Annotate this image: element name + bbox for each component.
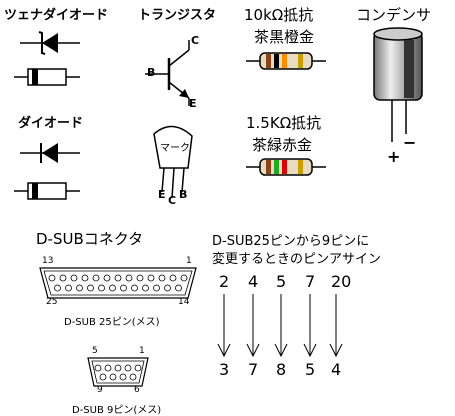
mapping-arrow xyxy=(329,294,343,358)
zener-diode-symbol xyxy=(20,31,80,55)
pin-hole xyxy=(109,284,116,292)
dsub25-connector xyxy=(39,267,197,299)
pin-hole xyxy=(99,373,107,381)
pin-hole xyxy=(98,284,105,292)
transistor-pin-e-label: E xyxy=(189,97,197,110)
pin-from-2: 2 xyxy=(219,272,230,291)
pin-from-5: 5 xyxy=(276,272,287,291)
diode-title: ダイオード xyxy=(18,116,84,131)
dsub25-caption: D-SUB 25ピン(メス) xyxy=(64,317,160,328)
pin-from-20: 20 xyxy=(331,272,352,291)
transistor-pin-c-label: C xyxy=(191,34,200,47)
dsub9-caption: D-SUB 9ピン(メス) xyxy=(72,405,162,416)
pin-hole xyxy=(92,274,100,282)
pin-to-8: 8 xyxy=(276,360,287,379)
mapping-arrow xyxy=(217,294,231,358)
pin-hole xyxy=(153,284,160,292)
dsub9-pin5-label: 5 xyxy=(92,346,98,356)
band-3 xyxy=(282,54,287,68)
to92-pin-b: B xyxy=(179,188,188,201)
pin-hole xyxy=(114,364,122,372)
to92-pin-e: E xyxy=(158,188,166,201)
conversion-title-line1: D-SUB25ピンから9ピンに xyxy=(212,234,370,249)
resistor-10k-title: 10kΩ抵抗 xyxy=(244,6,314,24)
band-1 xyxy=(266,54,271,68)
pin-hole xyxy=(48,274,56,282)
to92-mark-label: マーク xyxy=(160,143,190,154)
pin-hole xyxy=(87,284,94,292)
band-4 xyxy=(298,54,303,68)
pin-to-4: 4 xyxy=(331,360,342,379)
to92-package xyxy=(153,125,193,199)
conversion-title-line2: 変更するときのピンアサイン xyxy=(212,252,382,267)
band-4 xyxy=(298,160,303,174)
pin-hole xyxy=(109,373,117,381)
pin-from-4: 4 xyxy=(248,272,259,291)
resistor-10k-colors: 茶黒橙金 xyxy=(254,28,315,46)
capacitor-minus-label: − xyxy=(403,133,417,152)
pin-hole xyxy=(54,284,61,292)
pin-hole xyxy=(103,274,111,282)
pin-hole xyxy=(119,373,127,381)
pin-to-3: 3 xyxy=(219,360,230,379)
band-1 xyxy=(266,160,271,174)
band-3 xyxy=(282,160,287,174)
pin-hole xyxy=(180,274,188,282)
pin-hole xyxy=(70,274,78,282)
transistor-pin-b-label: B xyxy=(147,66,156,79)
resistor-1-5k-title: 1.5KΩ抵抗 xyxy=(246,114,322,132)
band-2 xyxy=(274,160,279,174)
dsub9-pin6-label: 6 xyxy=(134,385,140,395)
resistor-1-5k-colors: 茶緑赤金 xyxy=(252,136,313,154)
pin-hole xyxy=(147,274,155,282)
pin-to-7: 7 xyxy=(248,360,259,379)
dsub25-pin25-label: 25 xyxy=(46,297,58,307)
transistor-title: トランジスタ xyxy=(138,8,217,23)
zener-diode-body xyxy=(14,68,80,86)
transistor-symbol xyxy=(145,40,190,106)
dsub9-pin9-label: 9 xyxy=(97,385,103,395)
mapping-arrow xyxy=(274,294,288,358)
pin-hole xyxy=(175,284,182,292)
capacitor-body xyxy=(373,27,423,142)
pin-hole xyxy=(81,274,89,282)
pin-hole xyxy=(134,364,142,372)
pin-hole xyxy=(131,284,138,292)
pin-hole xyxy=(124,364,132,372)
pin-hole xyxy=(158,274,166,282)
resistor-1-5k xyxy=(246,158,326,176)
pin-hole xyxy=(164,284,171,292)
pin-hole xyxy=(129,373,137,381)
resistor-10k xyxy=(246,52,326,70)
dsub25-pin13-label: 13 xyxy=(42,256,54,266)
pin-from-7: 7 xyxy=(305,272,316,291)
to92-pin-c: C xyxy=(168,194,177,207)
dsub25-pin14-label: 14 xyxy=(178,297,190,307)
diode-symbol xyxy=(20,143,80,163)
mapping-arrow xyxy=(246,294,260,358)
mapping-arrow xyxy=(303,294,317,358)
dsub9-connector xyxy=(87,357,149,387)
pin-hole xyxy=(76,284,83,292)
dsub9-pin1-label: 1 xyxy=(139,346,145,356)
band-2 xyxy=(274,54,279,68)
pin-hole xyxy=(125,274,133,282)
dsub-title: D-SUBコネクタ xyxy=(36,230,144,248)
pin-to-5: 5 xyxy=(305,360,316,379)
pin-hole xyxy=(94,364,102,372)
pin-hole xyxy=(136,274,144,282)
zener-diode-title: ツェナダイオード xyxy=(4,8,109,23)
pin-hole xyxy=(142,284,149,292)
diode-body xyxy=(14,182,80,200)
pin-hole xyxy=(120,284,127,292)
pin-hole xyxy=(65,284,72,292)
pin-hole xyxy=(169,274,177,282)
pin-hole xyxy=(104,364,112,372)
dsub25-pin1-label: 1 xyxy=(186,256,192,266)
pin-hole xyxy=(114,274,122,282)
capacitor-plus-label: + xyxy=(387,147,401,166)
capacitor-title: コンデンサ xyxy=(356,6,432,24)
pin-hole xyxy=(59,274,67,282)
